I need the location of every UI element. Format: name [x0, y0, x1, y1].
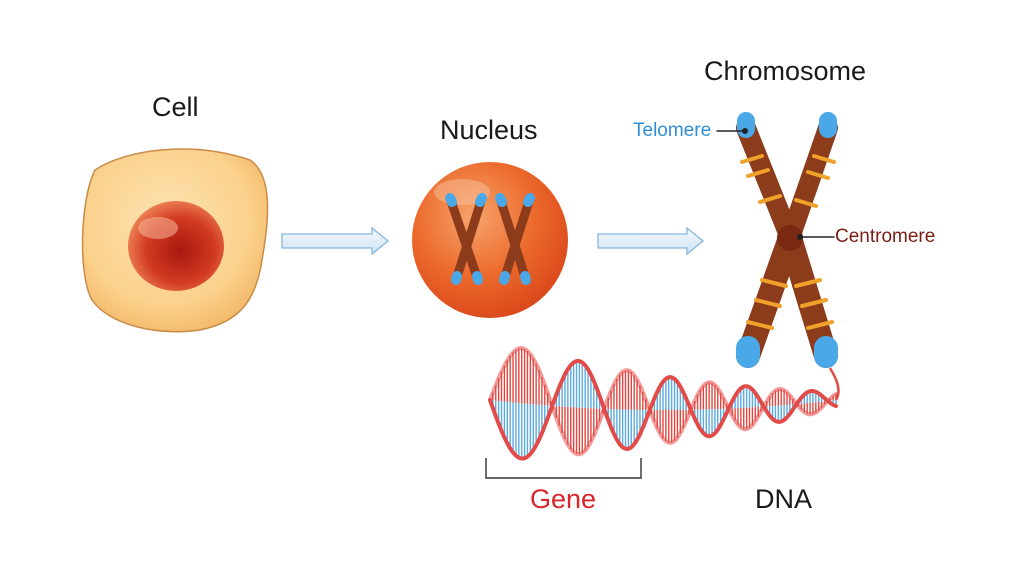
- gene-bracket: [485, 458, 642, 479]
- telomere-label: Telomere: [633, 120, 712, 141]
- nucleus-illustration: [412, 162, 568, 318]
- centromere-label: Centromere: [835, 226, 936, 247]
- chromosome-bands: [740, 154, 836, 330]
- chromosome-illustration: [716, 112, 838, 368]
- telomere-bottom-left: [736, 336, 760, 368]
- cell-label: Cell: [152, 92, 199, 122]
- arrow-nucleus-to-chromosome: [597, 226, 705, 256]
- telomere-bottom-right: [814, 336, 838, 368]
- chromosome-arm-lower-right: [778, 226, 838, 368]
- telomere-top-left: [737, 112, 755, 138]
- chromosome-label: Chromosome: [704, 56, 867, 86]
- chromosome-arm-lower-left: [736, 226, 802, 368]
- cell-nucleus: [128, 201, 224, 291]
- nucleus-sphere: [412, 162, 568, 318]
- dna-strand-back: [488, 346, 838, 457]
- dna-label: DNA: [755, 484, 813, 514]
- arrow-cell-to-nucleus: [281, 226, 390, 256]
- gene-label: Gene: [530, 484, 597, 514]
- cell-nucleus-highlight: [138, 217, 178, 239]
- telomere-top-right: [819, 112, 837, 138]
- dna-chromosome-link: [828, 367, 840, 401]
- centromere: [777, 225, 803, 251]
- nucleus-chromosome-right: [495, 193, 535, 285]
- telomere-callout-dot: [742, 128, 748, 134]
- nucleus-label: Nucleus: [440, 115, 538, 145]
- dna-helix: [488, 346, 840, 461]
- chromosome-arm-upper-right: [780, 118, 838, 248]
- chromosome-arm-upper-left: [736, 118, 800, 248]
- cell-illustration: [81, 148, 269, 333]
- centromere-callout-dot: [797, 234, 803, 240]
- nucleus-chromosome-left: [445, 193, 487, 285]
- dna-strand-front: [488, 358, 838, 461]
